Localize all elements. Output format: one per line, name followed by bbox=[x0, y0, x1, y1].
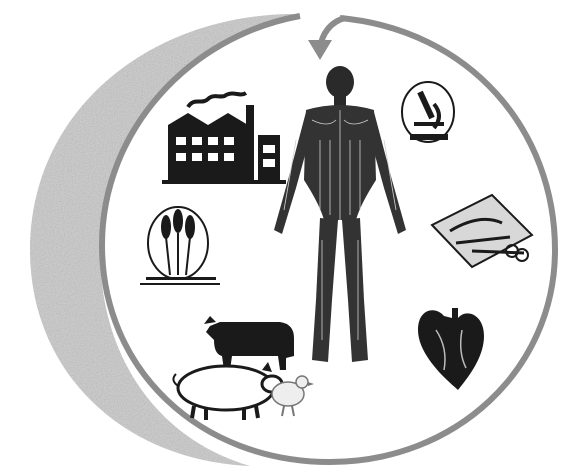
microscope-icon bbox=[402, 82, 454, 142]
pig-icon bbox=[173, 362, 282, 420]
cow-icon bbox=[204, 316, 294, 370]
human-anatomy-icon bbox=[274, 66, 406, 362]
surgical-instruments-icon bbox=[432, 195, 532, 267]
heart-icon bbox=[418, 308, 484, 390]
factory-icon bbox=[162, 93, 286, 184]
wheat-icon bbox=[140, 207, 220, 285]
